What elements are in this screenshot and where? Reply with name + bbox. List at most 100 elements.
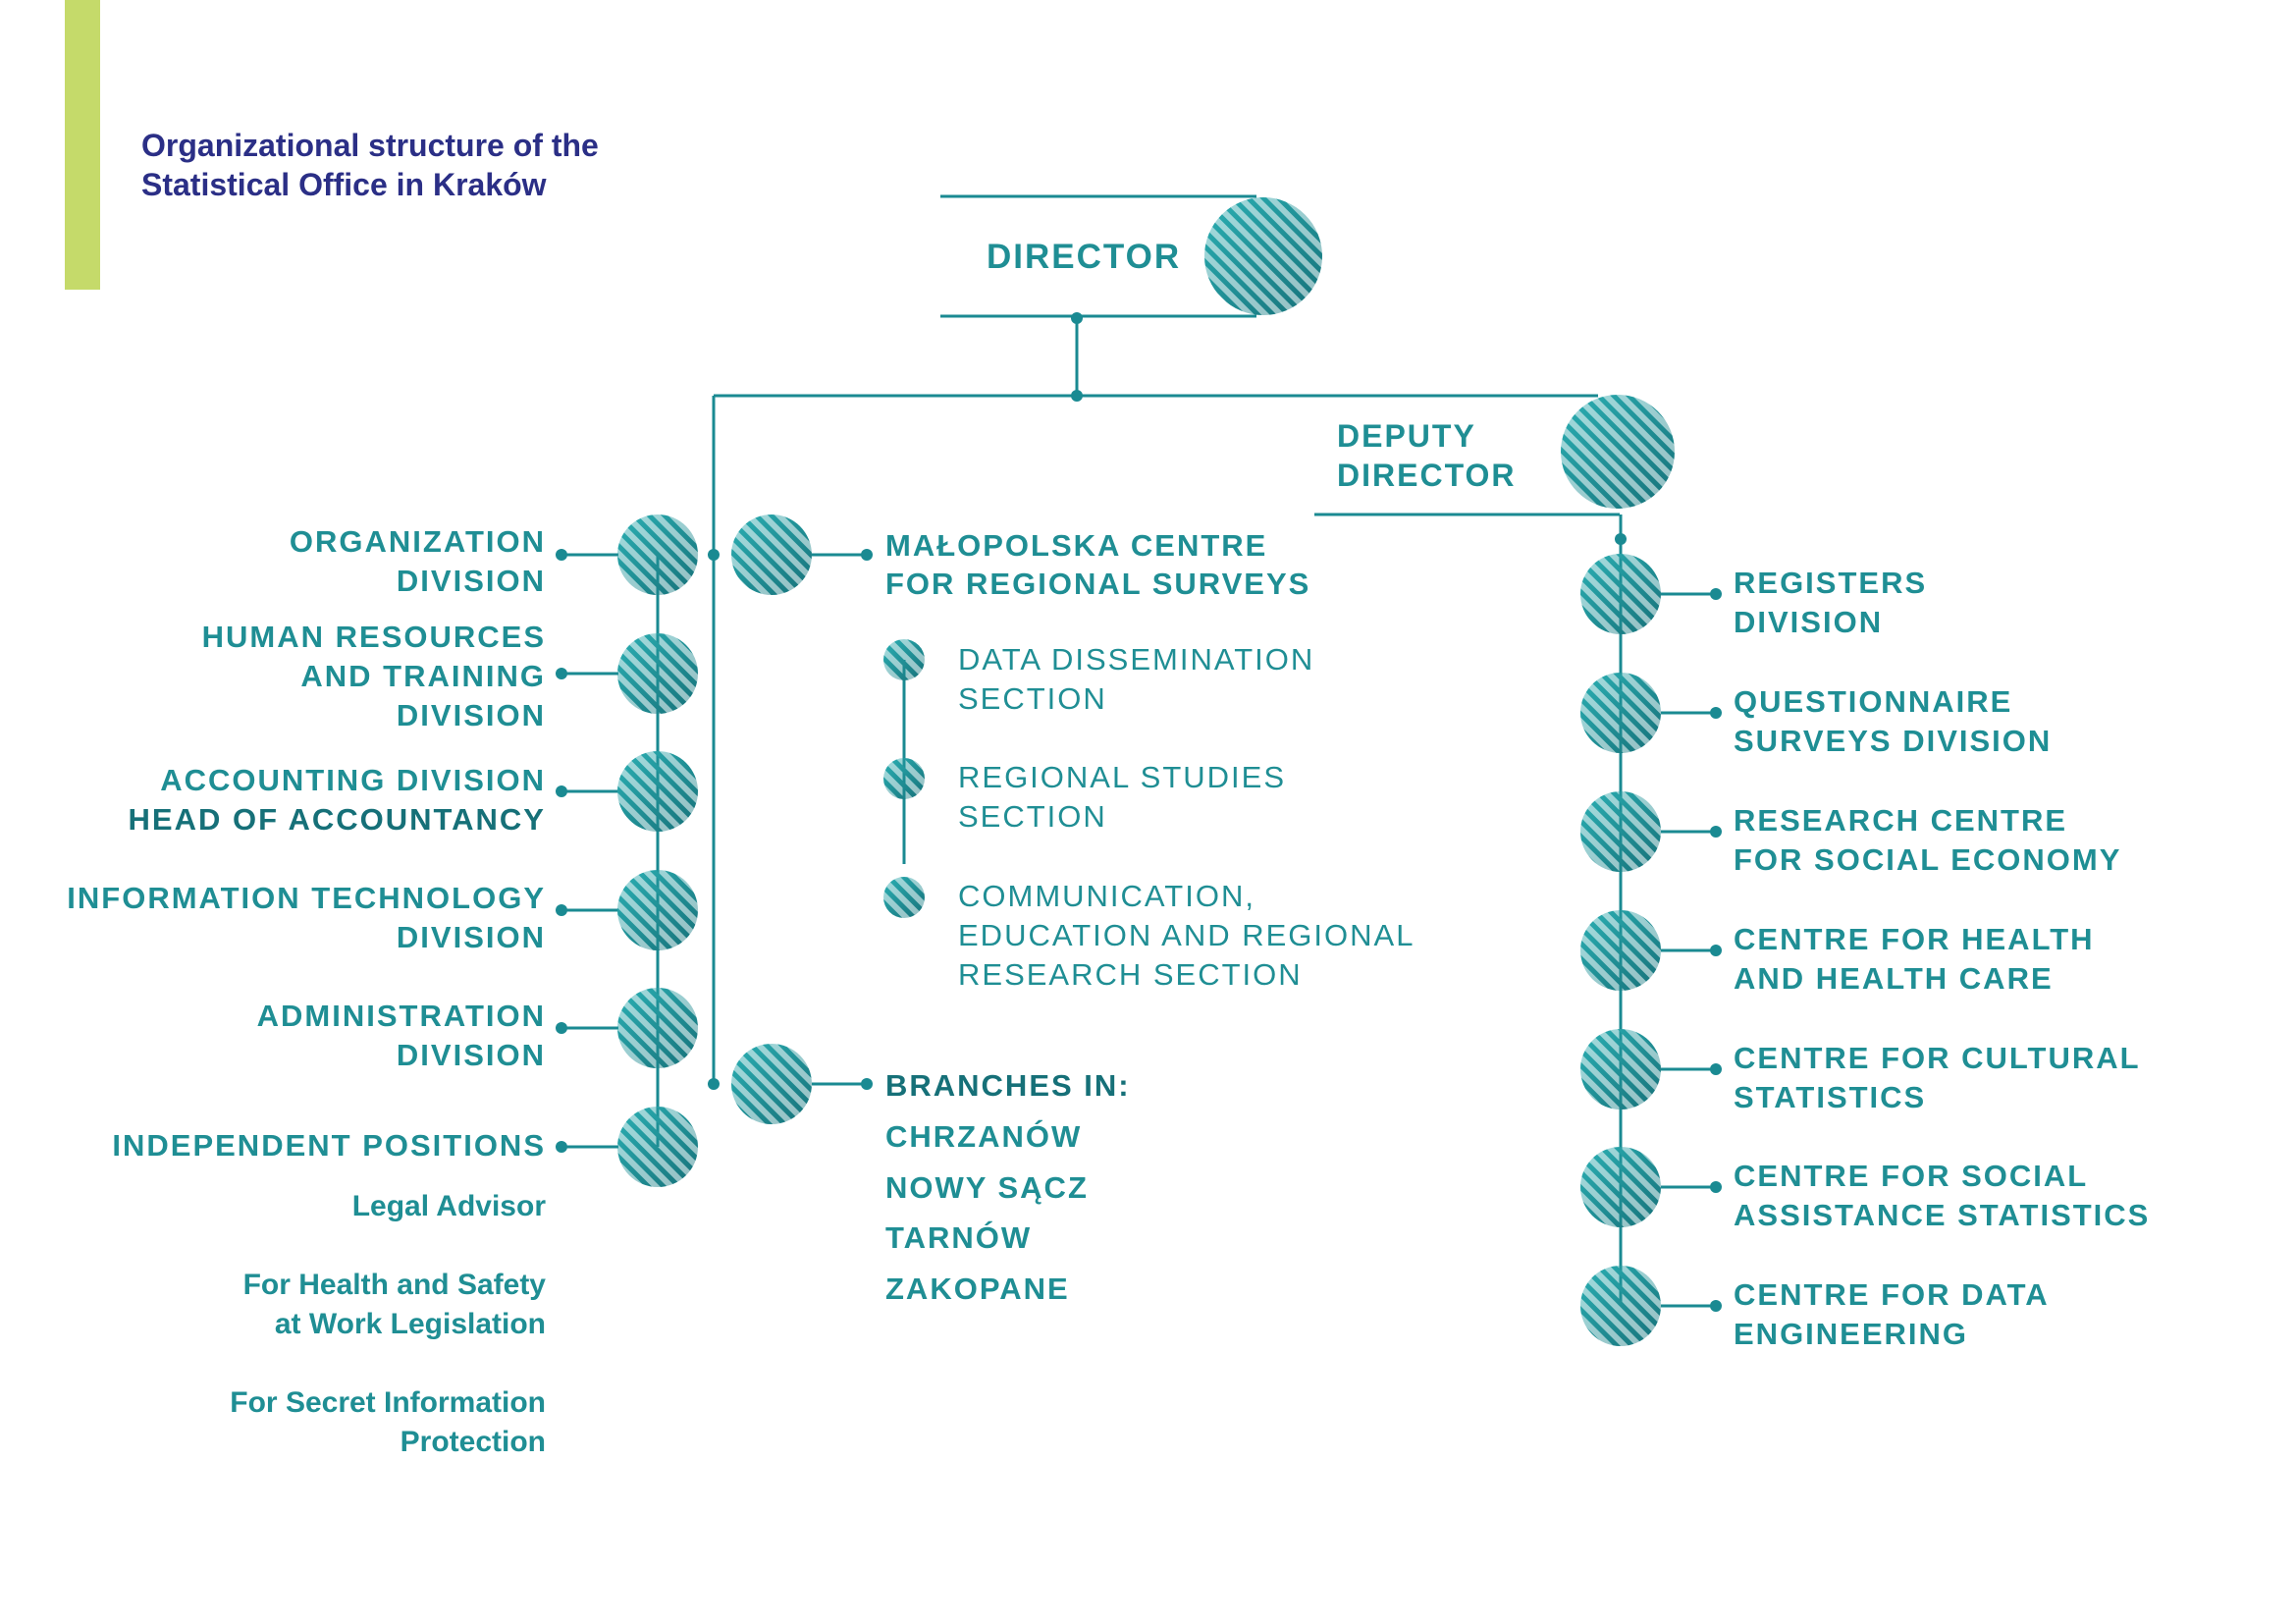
left-unit-label-1: ORGANIZATION DIVISION [290,524,546,598]
right-unit-node-5 [1580,1029,1661,1110]
right-unit-dot-4 [1710,945,1722,956]
branches-heading: BRANCHES IN: [885,1068,1131,1103]
right-unit-label-2-line: SURVEYS DIVISION [1734,724,2052,758]
left-unit-label-3: ACCOUNTING DIVISION HEAD OF ACCOUNTANCY [129,763,547,837]
left-unit-dot-6 [556,1141,567,1153]
right-unit-label-2: QUESTIONNAIRE SURVEYS DIVISION [1734,684,2052,758]
branch-item-3: TARNÓW [885,1219,1032,1255]
left-unit-node-5 [617,988,698,1068]
section-label-3-line: COMMUNICATION, [958,879,1255,913]
right-unit-node-1 [1580,554,1661,634]
right-unit-label-3-line: FOR SOCIAL ECONOMY [1734,842,2121,877]
node-circles [617,197,1675,1346]
branches-spine-dot [708,1078,720,1090]
right-unit-node-7 [1580,1266,1661,1346]
section-node-3 [883,877,925,918]
right-unit-label-6: CENTRE FOR SOCIAL ASSISTANCE STATISTICS [1734,1159,2150,1232]
right-unit-label-6-line: CENTRE FOR SOCIAL [1734,1159,2088,1193]
right-unit-label-5-line: CENTRE FOR CULTURAL [1734,1041,2141,1075]
section-label-3-line: EDUCATION AND REGIONAL [958,918,1415,952]
branch-item-3-line: TARNÓW [885,1219,1032,1255]
left-unit-dot-4 [556,904,567,916]
left-unit-node-4 [617,870,698,950]
deputy-director-node [1561,395,1675,509]
right-unit-node-3 [1580,791,1661,872]
right-unit-label-1-line: DIVISION [1734,605,1883,639]
section-label-1-line: DATA DISSEMINATION [958,642,1314,677]
director-label: DIRECTOR [987,238,1181,276]
independent-position-3-line: Protection [400,1426,546,1458]
page-title: Organizational structure of the Statisti… [141,126,599,204]
branch-item-1-line: CHRZANÓW [885,1118,1082,1154]
independent-position-1-line: Legal Advisor [352,1190,547,1222]
left-unit-dot-3 [556,785,567,797]
left-unit-node-6 [617,1107,698,1187]
branch-item-4-line: ZAKOPANE [885,1272,1070,1306]
right-unit-label-7-line: ENGINEERING [1734,1317,1968,1351]
section-node-2 [883,758,925,799]
right-unit-label-6-line: ASSISTANCE STATISTICS [1734,1198,2150,1232]
page-title-line-2: Statistical Office in Kraków [141,167,547,202]
left-unit-node-1 [617,514,698,595]
page-title-line-1: Organizational structure of the [141,128,599,163]
right-unit-label-2-line: QUESTIONNAIRE [1734,684,2012,719]
deputy-director-label: DEPUTY DIRECTOR [1337,418,1517,493]
left-unit-label-6: INDEPENDENT POSITIONS [112,1128,546,1163]
right-unit-dot-7 [1710,1300,1722,1312]
right-unit-node-6 [1580,1147,1661,1227]
right-unit-dot-5 [1710,1063,1722,1075]
right-unit-label-7-line: CENTRE FOR DATA [1734,1277,2050,1312]
section-node-1 [883,639,925,680]
left-unit-label-2-line: DIVISION [397,698,546,732]
left-unit-label-2-line: HUMAN RESOURCES [202,620,546,654]
connector-lines [556,194,1722,1312]
centre-spine-dot [708,549,720,561]
independent-position-1: Legal Advisor [352,1190,547,1222]
accent-bar [65,0,100,290]
left-unit-node-3 [617,751,698,832]
left-unit-label-5-line: ADMINISTRATION [257,999,546,1033]
left-unit-label-1-line: DIVISION [397,564,546,598]
independent-position-2-line: at Work Legislation [275,1308,546,1340]
branch-item-2-line: NOWY SĄCZ [885,1170,1089,1205]
left-unit-dot-5 [556,1022,567,1034]
right-unit-dot-1 [1710,588,1722,600]
section-label-2-line: SECTION [958,799,1107,834]
section-label-2-line: REGIONAL STUDIES [958,760,1286,794]
right-unit-dot-2 [1710,707,1722,719]
branch-item-2: NOWY SĄCZ [885,1170,1089,1205]
left-unit-label-1-line: ORGANIZATION [290,524,546,559]
branches-node [731,1044,812,1124]
centre-label-line: MAŁOPOLSKA CENTRE [885,528,1267,563]
independent-position-2-line: For Health and Safety [243,1269,547,1301]
section-label-1-line: SECTION [958,681,1107,716]
right-unit-dot-6 [1710,1181,1722,1193]
right-unit-label-7: CENTRE FOR DATA ENGINEERING [1734,1277,2050,1351]
section-label-3: COMMUNICATION, EDUCATION AND REGIONAL RESE… [958,879,1415,992]
independent-position-3-line: For Secret Information [230,1386,546,1419]
left-unit-label-3-line: ACCOUNTING DIVISION [160,763,546,797]
section-label-3-line: RESEARCH SECTION [958,957,1303,992]
section-label-2: REGIONAL STUDIES SECTION [958,760,1286,834]
centre-node [731,514,812,595]
right-unit-node-2 [1580,673,1661,753]
right-unit-label-4-line: AND HEALTH CARE [1734,961,2054,996]
unit-labels: DIRECTOR DEPUTY DIRECTOR ORGANIZATION DIVISI… [67,238,2150,1458]
left-unit-label-3-line: HEAD OF ACCOUNTANCY [129,802,547,837]
right-unit-node-4 [1580,910,1661,991]
right-unit-dot-3 [1710,826,1722,838]
deputy-director-label-line: DIRECTOR [1337,458,1517,493]
left-unit-node-2 [617,633,698,714]
director-label-line: DIRECTOR [987,238,1181,276]
deputy-director-label-line: DEPUTY [1337,418,1476,454]
branches-dot [861,1078,873,1090]
left-unit-dot-2 [556,668,567,679]
